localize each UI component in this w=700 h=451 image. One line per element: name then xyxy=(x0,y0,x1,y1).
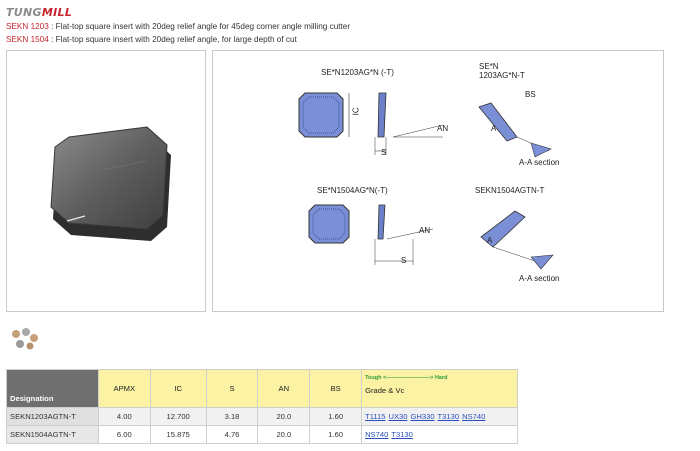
diagram-title-top-left: SE*N1203AG*N (-T) xyxy=(321,68,394,77)
label-ic: IC xyxy=(351,107,361,116)
cell-designation: SEKN1504AGTN-T xyxy=(6,425,99,444)
grade-link[interactable]: GH330 xyxy=(410,412,435,421)
brand-logo[interactable]: TUNGMILL xyxy=(6,6,72,19)
header-bs: BS xyxy=(309,369,363,408)
description-code: SEKN 1203 xyxy=(6,22,49,31)
insert-front-view-1504 xyxy=(308,204,434,265)
cutter-thumbnail-icon[interactable] xyxy=(6,322,42,356)
label-an: AN xyxy=(419,226,431,235)
cell-apmx: 4.00 xyxy=(97,407,151,426)
label-an: AN xyxy=(437,124,449,133)
brand-logo-part1: TUNG xyxy=(6,6,42,19)
grade-link[interactable]: T1115 xyxy=(365,412,386,421)
description-line: SEKN 1203 : Flat-top square insert with … xyxy=(6,22,350,31)
cell-bs: 1.60 xyxy=(309,425,363,444)
grade-link[interactable]: NS740 xyxy=(462,412,486,421)
tough-hard-scale: Tough <————————> Hard xyxy=(365,375,448,381)
header-designation: Designation xyxy=(6,369,99,408)
header-grade: Tough <————————> Hard Grade & Vc xyxy=(361,369,518,408)
cell-an: 20.0 xyxy=(257,425,311,444)
header-ic: IC xyxy=(149,369,207,408)
cell-designation: SEKN1203AGTN-T xyxy=(6,407,99,426)
header-apmx: APMX xyxy=(97,369,151,408)
description-line: SEKN 1504 : Flat-top square insert with … xyxy=(6,35,297,44)
cell-an: 20.0 xyxy=(257,407,311,426)
brand-logo-part2: MILL xyxy=(41,6,73,19)
section-view-1504 xyxy=(480,210,554,270)
cell-s: 3.18 xyxy=(205,407,259,426)
cell-ic: 15.875 xyxy=(149,425,207,444)
technical-drawing-panel: SE*N1203AG*N (-T) SE*N 1203AG*N-T SE*N15… xyxy=(212,50,664,312)
insert-photo xyxy=(50,126,171,241)
label-bs: BS xyxy=(525,90,536,99)
description-code: SEKN 1504 xyxy=(6,35,49,44)
cell-bs: 1.60 xyxy=(309,407,363,426)
label-s: S xyxy=(401,256,407,265)
grade-vc-label: Grade & Vc xyxy=(365,386,405,395)
header-an: AN xyxy=(257,369,311,408)
grade-link[interactable]: UX30 xyxy=(388,412,408,421)
table-header-row: Designation APMX IC S AN BS Tough <—————… xyxy=(6,369,518,408)
grade-link[interactable]: T3130 xyxy=(391,430,413,439)
grade-link[interactable]: NS740 xyxy=(365,430,389,439)
description-text: : Flat-top square insert with 20deg reli… xyxy=(48,35,297,44)
grade-link[interactable]: T3130 xyxy=(437,412,460,421)
table-row: SEKN1504AGTN-T 6.00 15.875 4.76 20.0 1.6… xyxy=(6,425,518,444)
label-s: S xyxy=(381,148,387,157)
cell-apmx: 6.00 xyxy=(97,425,151,444)
diagram-title-top-right-1: SE*N xyxy=(479,62,499,71)
section-view-1203 xyxy=(478,102,552,158)
insert-front-view-1203 xyxy=(298,92,444,155)
label-section: A-A section xyxy=(519,158,560,167)
product-image-panel xyxy=(6,50,206,312)
label-a: A xyxy=(487,236,493,245)
spec-table: Designation APMX IC S AN BS Tough <—————… xyxy=(6,369,518,444)
label-a: A xyxy=(491,124,497,133)
header-s: S xyxy=(205,369,259,408)
diagram-title-bottom-right: SEKN1504AGTN-T xyxy=(475,186,545,195)
diagram-title-bottom-left: SE*N1504AG*N(-T) xyxy=(317,186,388,195)
description-text: : Flat-top square insert with 20deg reli… xyxy=(48,22,351,31)
diagram-title-top-right-2: 1203AG*N-T xyxy=(479,71,525,80)
table-row: SEKN1203AGTN-T 4.00 12.700 3.18 20.0 1.6… xyxy=(6,407,518,426)
cell-ic: 12.700 xyxy=(149,407,207,426)
cell-s: 4.76 xyxy=(205,425,259,444)
label-section: A-A section xyxy=(519,274,560,283)
